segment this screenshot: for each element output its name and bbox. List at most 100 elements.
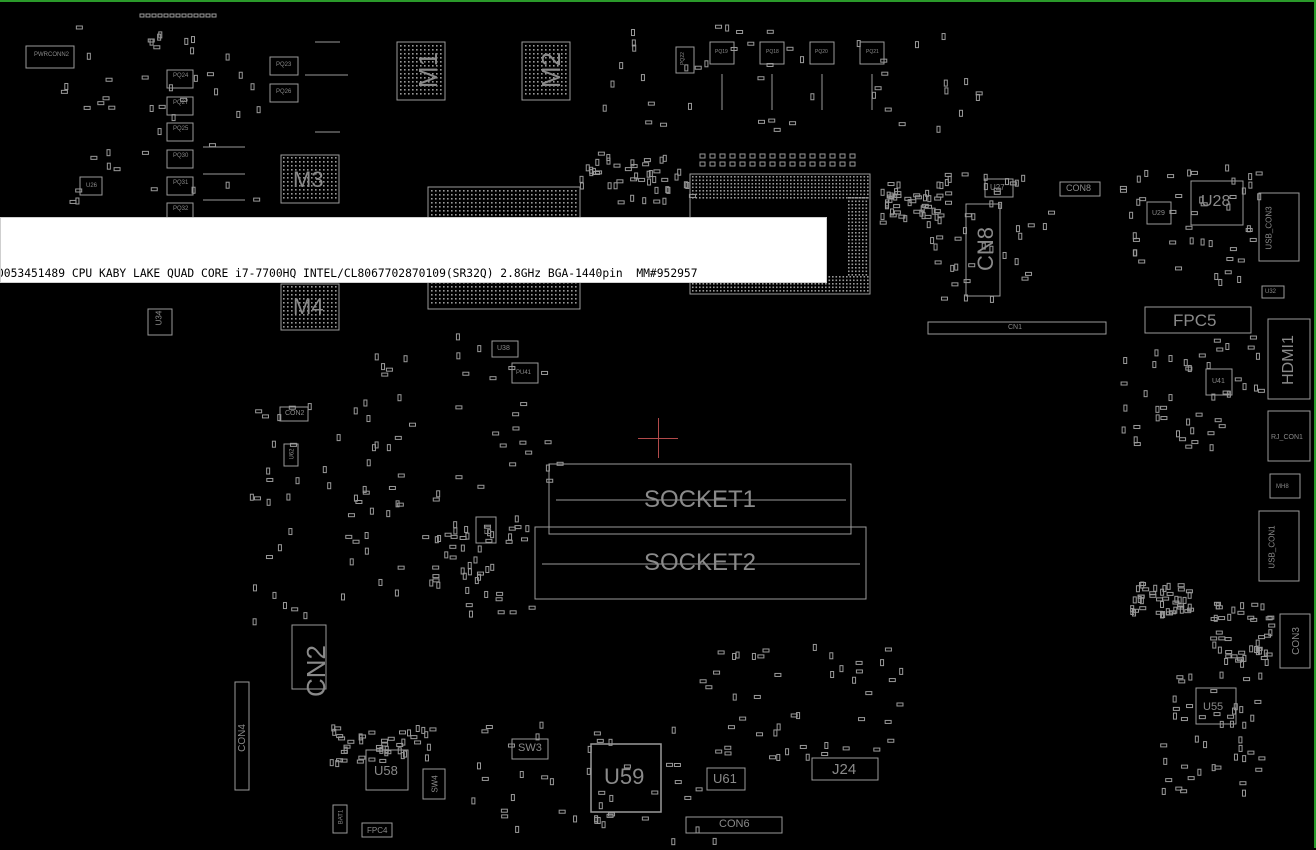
label-u61[interactable]: U61 <box>713 771 737 786</box>
label-pq20[interactable]: PQ20 <box>815 49 828 55</box>
bga-ball <box>557 49 559 51</box>
bga-ball <box>428 53 430 55</box>
label-pq25[interactable]: PQ25 <box>173 126 189 132</box>
bga-ball <box>860 286 862 289</box>
bga-ball <box>547 290 549 292</box>
passive-pad <box>880 212 885 220</box>
label-u38[interactable]: U38 <box>497 345 510 352</box>
passive-pad <box>1133 442 1141 447</box>
label-u55[interactable]: U55 <box>1203 701 1224 713</box>
bga-ball <box>797 286 799 289</box>
bga-ball <box>551 198 553 200</box>
bga-ball <box>319 193 321 195</box>
passive-pad <box>933 209 941 214</box>
label-u32[interactable]: U32 <box>1265 289 1277 295</box>
label-f1[interactable]: F1 <box>482 524 493 535</box>
label-pq21[interactable]: PQ21 <box>866 49 879 55</box>
label-u41[interactable]: U41 <box>1212 378 1225 385</box>
passive-pad <box>922 194 927 202</box>
passive-pad <box>1268 629 1273 637</box>
passive-pad <box>150 187 158 192</box>
label-con4[interactable]: CON4 <box>236 724 248 752</box>
label-cn1[interactable]: CN1 <box>1008 324 1023 331</box>
label-mh8[interactable]: MH8 <box>1276 484 1289 490</box>
label-u27[interactable]: U27 <box>990 183 1005 192</box>
label-cn2[interactable]: CN2 <box>301 644 332 698</box>
label-pq31[interactable]: PQ31 <box>173 180 189 186</box>
label-u58[interactable]: U58 <box>374 763 398 778</box>
label-pu41[interactable]: PU41 <box>516 370 532 376</box>
bga-ball <box>699 186 701 189</box>
label-con6[interactable]: CON6 <box>719 818 750 830</box>
label-usb-con3[interactable]: USB_CON3 <box>1264 206 1274 250</box>
bga-ball <box>335 157 337 159</box>
label-pq26[interactable]: PQ26 <box>276 89 292 95</box>
passive-pad <box>940 296 948 301</box>
label-socket1[interactable]: SOCKET1 <box>644 486 757 513</box>
bga-ball <box>835 197 838 199</box>
label-usb-con1[interactable]: USB_CON1 <box>1267 525 1277 569</box>
bga-ball <box>755 290 757 292</box>
label-u59[interactable]: U59 <box>604 764 645 789</box>
label-con2[interactable]: CON2 <box>285 410 305 417</box>
bga-ball <box>299 326 301 328</box>
label-m4[interactable]: M4 <box>293 294 324 319</box>
label-u28[interactable]: U28 <box>1201 193 1231 210</box>
bga-ball <box>491 206 493 208</box>
label-rj-con1[interactable]: RJ_CON1 <box>1271 434 1303 441</box>
bga-ball <box>776 186 778 189</box>
bga-ball <box>858 239 861 241</box>
bga-ball <box>551 194 553 196</box>
bga-ball <box>416 81 418 83</box>
bga-ball <box>475 202 477 204</box>
label-bat1[interactable]: BAT1 <box>338 809 345 825</box>
label-pq32[interactable]: PQ32 <box>173 206 189 212</box>
label-m3[interactable]: M3 <box>293 167 324 192</box>
bga-ball <box>335 318 337 320</box>
label-fpc5[interactable]: FPC5 <box>1173 311 1217 330</box>
label-socket2[interactable]: SOCKET2 <box>644 549 757 576</box>
label-u29[interactable]: U29 <box>1152 210 1165 217</box>
label-con3[interactable]: CON3 <box>1290 627 1302 655</box>
label-fpc4[interactable]: FPC4 <box>367 826 388 835</box>
bga-ball <box>551 214 553 216</box>
label-pq27[interactable]: PQ27 <box>173 100 189 106</box>
bga-ball <box>793 176 796 178</box>
label-pq22[interactable]: PQ22 <box>679 52 686 65</box>
bga-ball <box>327 169 329 171</box>
passive-pad <box>535 733 540 741</box>
label-con8[interactable]: CON8 <box>1066 183 1092 193</box>
label-pq18[interactable]: PQ18 <box>766 49 779 55</box>
label-cn8[interactable]: CN8 <box>973 226 999 272</box>
passive-pad <box>712 837 717 845</box>
bga-ball <box>420 57 422 59</box>
label-pq23[interactable]: PQ23 <box>276 62 292 68</box>
passive-pad <box>695 826 700 834</box>
bga-ball <box>287 185 289 187</box>
label-u62[interactable]: U62 <box>289 448 296 460</box>
label-sw4[interactable]: SW4 <box>430 775 440 793</box>
bga-ball <box>323 189 325 191</box>
passive-pad <box>666 762 674 767</box>
bga-ball <box>525 45 527 47</box>
label-pq24[interactable]: PQ24 <box>173 73 189 79</box>
label-u26[interactable]: U26 <box>86 183 98 189</box>
passive-pad <box>1255 352 1260 360</box>
label-j24[interactable]: J24 <box>832 761 857 778</box>
bga-ball <box>315 306 317 308</box>
bga-ball <box>702 290 705 292</box>
label-u34[interactable]: U34 <box>154 310 164 326</box>
pad-row <box>145 13 151 18</box>
label-sw3[interactable]: SW3 <box>518 742 542 754</box>
label-pq19[interactable]: PQ19 <box>715 49 728 55</box>
label-m1[interactable]: M1 <box>413 51 444 89</box>
bga-ball <box>557 89 559 91</box>
label-pq30[interactable]: PQ30 <box>173 153 189 159</box>
label-pwrconn2[interactable]: PWRCONN2 <box>34 52 70 58</box>
bga-ball <box>571 290 573 292</box>
label-m2[interactable]: M2 <box>536 51 567 89</box>
bga-ball <box>765 190 768 192</box>
label-hdmi1[interactable]: HDMI1 <box>1279 335 1297 385</box>
pq-outline <box>166 122 194 142</box>
